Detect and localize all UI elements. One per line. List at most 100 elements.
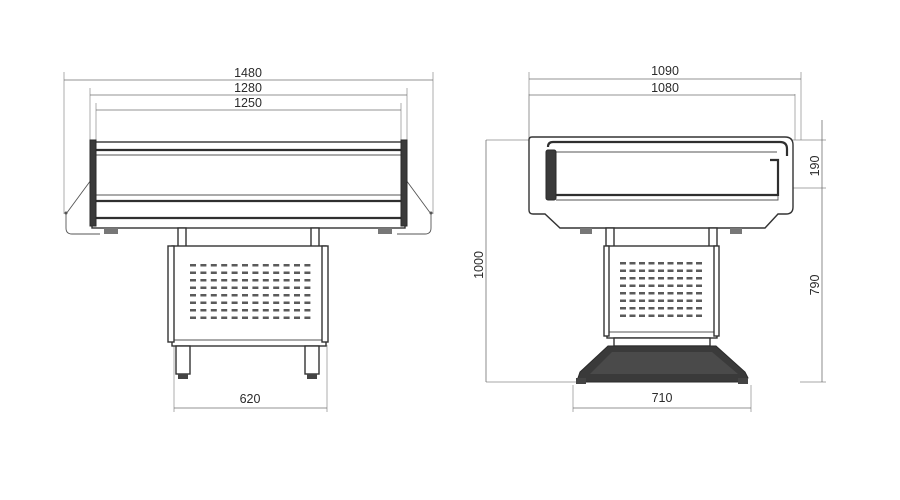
vent-slot [677,262,683,265]
vent-slot [304,294,311,297]
vent-slot [639,269,645,272]
vent-slot [658,299,664,302]
vent-slot [620,299,626,302]
vent-slot [190,301,196,304]
vent-slot [620,284,626,287]
vent-slot [658,262,664,265]
front-base-620-label: 620 [240,392,261,406]
vent-slot [304,301,311,304]
vent-slot [667,284,674,287]
vent-slot [639,299,645,302]
front-vent-grille [190,264,311,319]
vent-slot [200,279,207,282]
vent-slot [210,309,217,312]
vent-slot [262,309,269,312]
vent-slot [283,301,290,304]
vent-slot [304,286,311,289]
vent-slot [252,294,259,297]
vent-slot [252,316,259,319]
front-width-1280-label: 1280 [234,81,262,95]
vent-slot [210,294,217,297]
vent-slot [242,286,248,289]
vent-slot [658,277,664,280]
front-legs [175,345,320,379]
side-vent-grille [620,262,702,317]
vent-slot [629,307,636,310]
vent-slot [648,284,655,287]
vent-slot [231,286,238,289]
side-depth-1080-label: 1080 [651,81,679,95]
vent-slot [200,286,207,289]
front-left-handle [65,179,100,235]
vent-slot [294,271,300,274]
vent-slot [262,271,269,274]
vent-slot [696,299,702,302]
vent-slot [210,286,217,289]
vent-slot [283,316,290,319]
vent-slot [231,301,238,304]
side-height-790-label: 790 [808,275,822,296]
side-depth-1090-label: 1090 [651,64,679,78]
vent-slot [200,301,207,304]
vent-slot [686,314,693,317]
vent-slot [667,269,674,272]
vent-slot [629,314,636,317]
vent-slot [686,262,693,265]
vent-slot [639,292,645,295]
vent-slot [200,316,207,319]
front-case-body [89,139,408,234]
vent-slot [686,269,693,272]
vent-slot [283,279,290,282]
vent-slot [231,316,238,319]
vent-slot [190,309,196,312]
vent-slot [262,294,269,297]
vent-slot [696,262,702,265]
vent-slot [200,309,207,312]
vent-slot [686,284,693,287]
side-pedestal-base [576,345,749,384]
vent-slot [242,264,248,267]
side-case-profile [528,136,794,234]
vent-slot [620,277,626,280]
front-right-handle [397,179,432,235]
vent-slot [696,307,702,310]
vent-slot [620,292,626,295]
side-height-190-label: 190 [808,156,822,177]
vent-slot [190,286,196,289]
vent-slot [262,279,269,282]
side-cabinet [603,245,720,347]
vent-slot [639,284,645,287]
vent-slot [620,262,626,265]
side-height-1000-label: 1000 [472,251,486,279]
vent-slot [620,269,626,272]
vent-slot [221,294,228,297]
vent-slot [252,301,259,304]
vent-slot [686,292,693,295]
vent-slot [686,307,693,310]
vent-slot [283,309,290,312]
vent-slot [210,301,217,304]
vent-slot [262,316,269,319]
vent-slot [190,294,196,297]
vent-slot [696,277,702,280]
vent-slot [294,309,300,312]
vent-slot [200,294,207,297]
front-width-1250-label: 1250 [234,96,262,110]
vent-slot [629,292,636,295]
vent-slot [210,316,217,319]
vent-slot [648,314,655,317]
vent-slot [294,286,300,289]
vent-slot [252,286,259,289]
vent-slot [221,309,228,312]
vent-slot [686,277,693,280]
front-cabinet [167,245,329,347]
vent-slot [294,301,300,304]
vent-slot [648,262,655,265]
vent-slot [210,264,217,267]
vent-slot [242,294,248,297]
vent-slot [190,279,196,282]
vent-slot [629,262,636,265]
vent-slot [304,316,311,319]
vent-slot [221,279,228,282]
vent-slot [242,301,248,304]
